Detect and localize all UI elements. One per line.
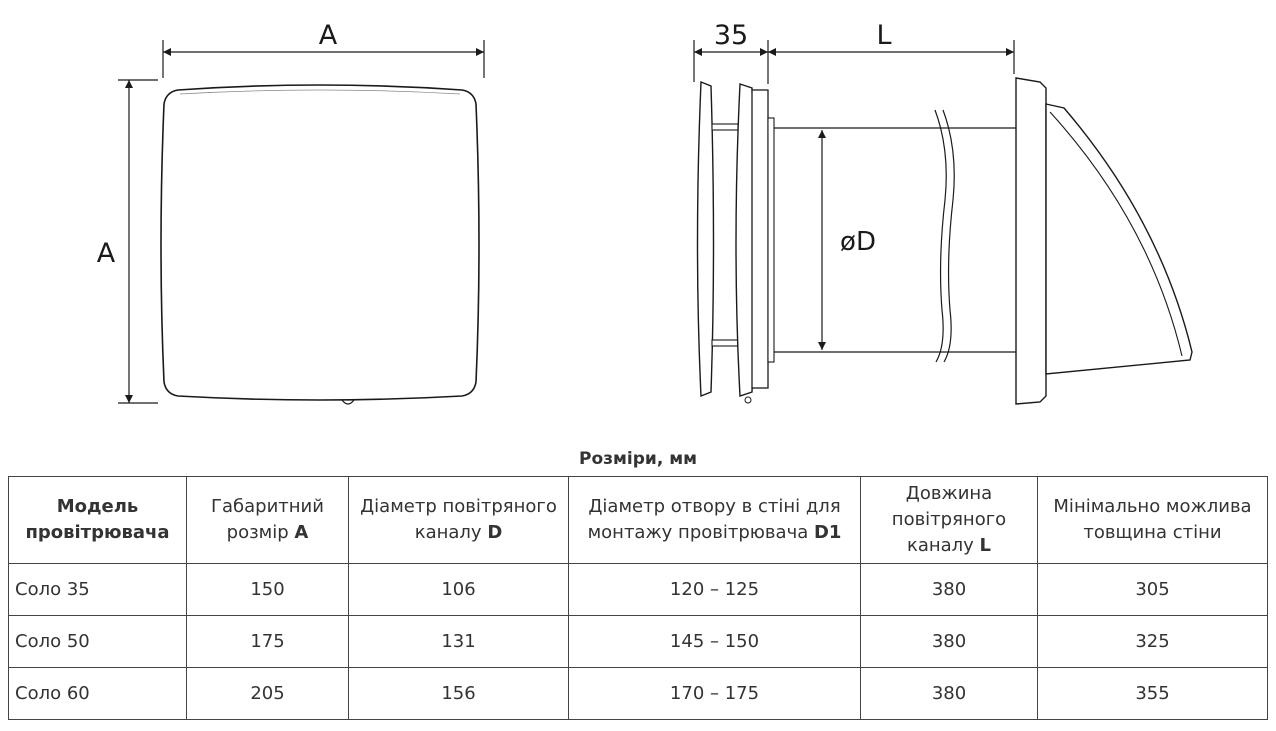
length-label: L: [876, 20, 891, 51]
cell-diameter-d: 106: [348, 563, 569, 616]
header-wall-hole-diameter: Діаметр отвору в стіні для монтажу прові…: [568, 476, 861, 564]
spacer-rod-top: [711, 123, 739, 131]
front-width-label: A: [319, 20, 338, 51]
table-row: Соло 35 150 106 120 – 125 380 305: [8, 563, 1268, 616]
depth-label: 35: [714, 20, 748, 51]
cell-length-l: 380: [860, 615, 1038, 668]
table-row: Соло 60 205 156 170 – 175 380 355: [8, 667, 1268, 720]
outer-flange: [1015, 77, 1047, 405]
cell-diameter-d1: 145 – 150: [568, 615, 861, 668]
cell-size-a: 150: [186, 563, 349, 616]
cell-size-a: 205: [186, 667, 349, 720]
side-view: 35 L øD: [693, 20, 1193, 405]
header-min-wall-thickness: Мінімально можлива товщина стіни: [1037, 476, 1268, 564]
header-model: Модель провітрювача: [8, 476, 187, 564]
front-view: A A: [97, 20, 485, 405]
cell-model: Соло 60: [8, 667, 187, 720]
cell-min-wall: 355: [1037, 667, 1268, 720]
duct-break-line-2: [942, 109, 955, 363]
motor-housing: [751, 89, 769, 389]
cell-diameter-d1: 170 – 175: [568, 667, 861, 720]
duct-break-line-1: [934, 109, 947, 363]
table-header-row: Модель провітрювача Габаритний розмір A …: [8, 476, 1268, 564]
table-title: Розміри, мм: [579, 449, 697, 469]
cell-diameter-d: 156: [348, 667, 569, 720]
technical-drawing: A A 35 L: [97, 20, 1193, 405]
cell-model: Соло 35: [8, 563, 187, 616]
cell-size-a: 175: [186, 615, 349, 668]
front-height-label: A: [97, 238, 116, 269]
cell-diameter-d: 131: [348, 615, 569, 668]
front-panel-tab: [341, 399, 355, 405]
header-duct-length: Довжина повітряного каналу L: [860, 476, 1038, 564]
motor-flange: [767, 117, 775, 363]
cell-min-wall: 325: [1037, 615, 1268, 668]
spacer-rod-bottom: [711, 339, 739, 347]
cell-length-l: 380: [860, 563, 1038, 616]
housing-screw: [744, 396, 752, 404]
cell-length-l: 380: [860, 667, 1038, 720]
front-panel-outline: [160, 84, 480, 401]
header-duct-diameter: Діаметр повітряного каналу D: [348, 476, 569, 564]
diameter-label: øD: [840, 227, 876, 257]
header-overall-size: Габаритний розмір A: [186, 476, 349, 564]
cell-model: Соло 50: [8, 615, 187, 668]
weather-hood: [1045, 103, 1193, 375]
cover-plate: [696, 80, 715, 398]
cell-diameter-d1: 120 – 125: [568, 563, 861, 616]
table-row: Соло 50 175 131 145 – 150 380 325: [8, 615, 1268, 668]
cell-min-wall: 305: [1037, 563, 1268, 616]
dimensions-table: Модель провітрювача Габаритний розмір A …: [8, 476, 1268, 720]
weather-hood-edge: [1049, 111, 1183, 357]
front-panel-inner-edge: [179, 89, 461, 95]
